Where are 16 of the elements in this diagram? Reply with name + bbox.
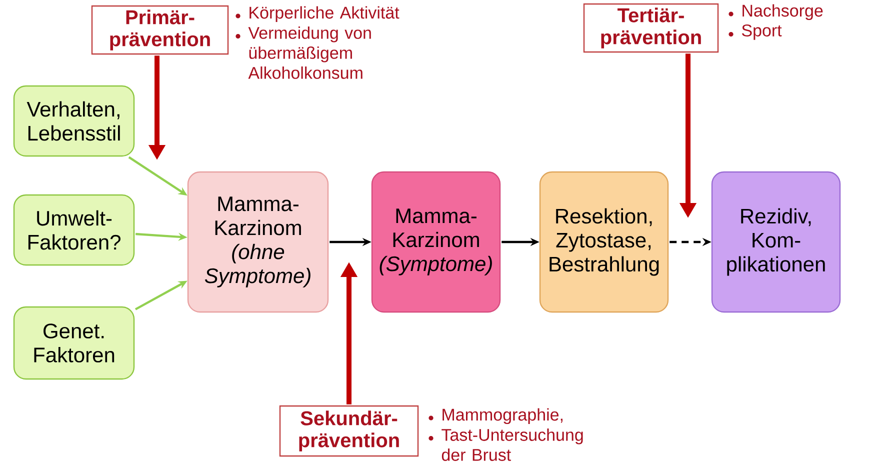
bullet-item: Tast-Untersuchung der Brust [428, 428, 583, 461]
factor-box: Umwelt- Faktoren? [13, 194, 135, 266]
bullet-item: Körperliche Aktivität [236, 6, 400, 22]
bullet-item: Mammographie, [428, 408, 562, 424]
bullet-item: Vermeidung von übermäßigem Alkoholkonsum [236, 26, 371, 79]
stage-box: Mamma- Karzinom (ohne Symptome) [187, 171, 329, 313]
stage-box: Rezidiv, Kom- plikationen [711, 171, 841, 313]
bullet-item: Nachsorge [728, 4, 823, 20]
bullet-item: Sport [728, 24, 782, 40]
prevention-box: Primär- prävention [91, 5, 229, 55]
treatment-box: Resektion, Zytostase, Bestrahlung [539, 171, 669, 313]
prevention-box: Tertiär- prävention [583, 3, 719, 53]
stage-box: Mamma- Karzinom (Symptome) [371, 171, 501, 313]
prevention-box: Sekundär- prävention [279, 405, 419, 457]
factor-box: Verhalten, Lebensstil [13, 85, 135, 157]
factor-box: Genet. Faktoren [13, 306, 135, 380]
